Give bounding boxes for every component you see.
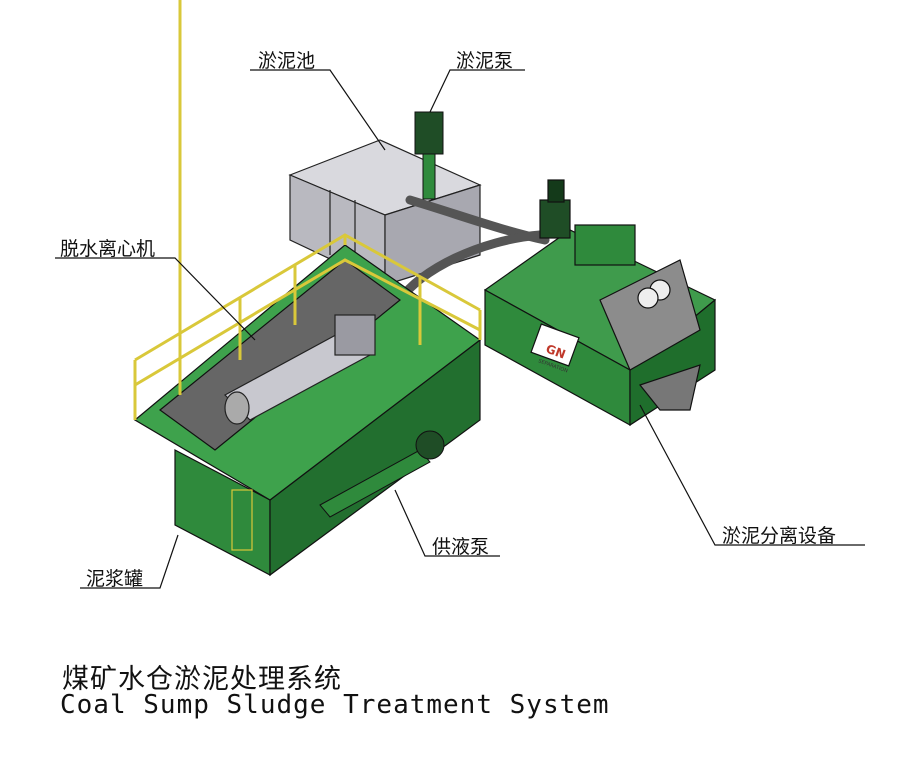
- separation-unit: [483, 179, 717, 427]
- label-sludge-pump: 淤泥泵: [456, 50, 514, 72]
- centrifuge: [224, 314, 376, 425]
- label-separation-unit: 淤泥分离设备: [722, 525, 837, 547]
- label-mud-tank: 泥浆罐: [86, 568, 144, 590]
- sludge-pump: [414, 111, 444, 200]
- title-english: Coal Sump Sludge Treatment System: [60, 690, 610, 720]
- label-feed-pump: 供液泵: [432, 536, 490, 558]
- label-centrifuge: 脱水离心机: [60, 238, 156, 260]
- mud-tank: [133, 244, 482, 577]
- leader-lines: [55, 69, 865, 589]
- title-chinese: 煤矿水仓淤泥处理系统: [62, 664, 342, 695]
- label-sludge-pit: 淤泥池: [258, 50, 316, 72]
- platform-railing: [133, 0, 482, 420]
- feed-pump: [319, 430, 445, 518]
- svg-text:GN: GN: [544, 342, 567, 362]
